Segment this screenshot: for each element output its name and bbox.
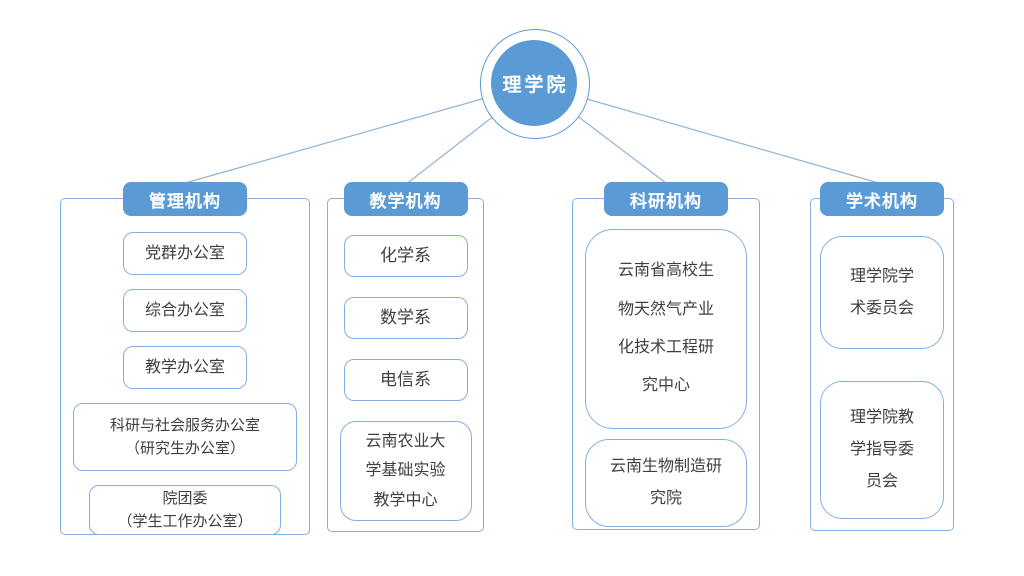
column-header-research: 科研机构 <box>604 182 728 216</box>
column-header-teaching: 教学机构 <box>343 182 468 216</box>
org-unit-box: 数学系 <box>343 297 468 339</box>
root-node-ring: 理学院 <box>480 29 590 139</box>
org-unit-box: 院团委 （学生工作办公室） <box>89 485 281 535</box>
org-unit-box: 教学办公室 <box>123 346 247 389</box>
column-header-academic: 学术机构 <box>820 182 944 216</box>
org-unit-box: 云南农业大学基础实验教学中心 <box>339 421 472 521</box>
org-unit-box: 云南省高校生物天然气产业化技术工程研究中心 <box>585 229 747 429</box>
org-unit-box: 理学院教学指导委员会 <box>820 381 944 519</box>
org-unit-box: 云南生物制造研究院 <box>585 439 747 527</box>
org-unit-box: 综合办公室 <box>123 289 247 332</box>
column-header-management: 管理机构 <box>123 182 247 216</box>
column-academic: 学术机构 理学院学术委员会 理学院教学指导委员会 <box>810 182 954 531</box>
column-teaching: 教学机构 化学系 数学系 电信系 云南农业大学基础实验教学中心 <box>327 182 484 532</box>
root-node: 理学院 <box>491 40 577 126</box>
root-node-label: 理学院 <box>502 74 569 96</box>
org-unit-box: 党群办公室 <box>123 232 247 275</box>
org-unit-box: 电信系 <box>343 359 468 401</box>
column-research: 科研机构 云南省高校生物天然气产业化技术工程研究中心 云南生物制造研究院 <box>572 182 760 530</box>
org-unit-box: 理学院学术委员会 <box>820 236 944 349</box>
column-management: 管理机构 党群办公室 综合办公室 教学办公室 科研与社会服务办公室 （研究生办公… <box>60 182 310 535</box>
org-unit-box: 化学系 <box>343 235 468 277</box>
org-unit-box: 科研与社会服务办公室 （研究生办公室） <box>73 403 297 471</box>
